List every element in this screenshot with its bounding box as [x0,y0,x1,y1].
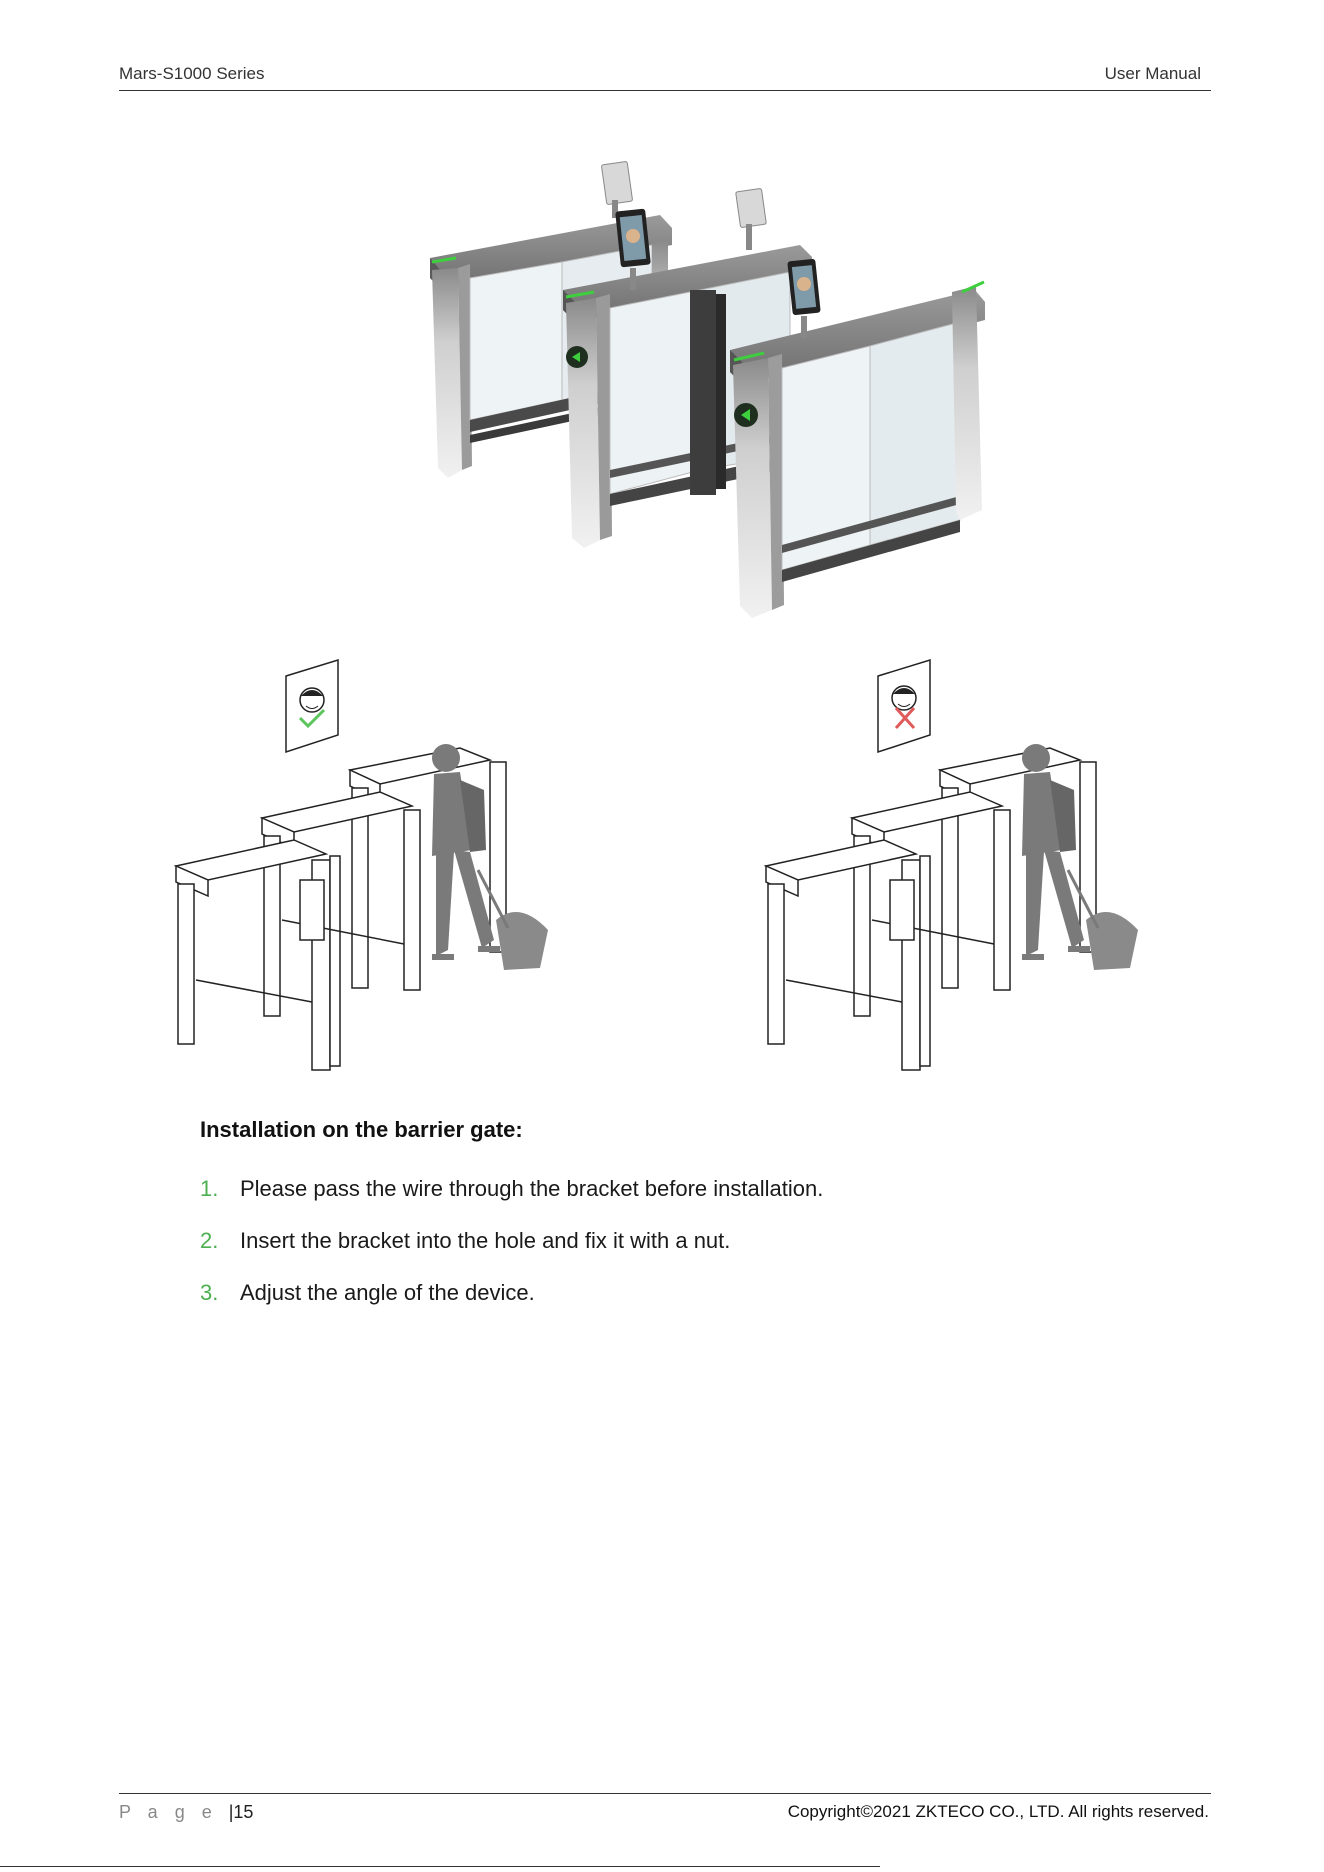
step-text: Please pass the wire through the bracket… [240,1176,823,1201]
list-item: 1.Please pass the wire through the brack… [200,1176,823,1228]
step-text: Adjust the angle of the device. [240,1280,535,1305]
list-item: 3.Adjust the angle of the device. [200,1280,823,1332]
barrier-gate-with-devices-illustration [430,161,985,618]
page-footer: P a g e |15 Copyright©2021 ZKTECO CO., L… [119,1793,1211,1830]
page-indicator: P a g e |15 [119,1802,253,1823]
section-heading: Installation on the barrier gate: [200,1117,523,1143]
page-label: P a g e [119,1802,218,1822]
step-text: Insert the bracket into the hole and fix… [240,1228,730,1253]
page-number: 15 [233,1802,253,1822]
list-item: 2.Insert the bracket into the hole and f… [200,1228,823,1280]
face-recognition-accepted-illustration [176,660,548,1070]
step-number: 1. [200,1176,240,1202]
copyright-notice: Copyright©2021 ZKTECO CO., LTD. All righ… [788,1802,1209,1822]
step-number: 2. [200,1228,240,1254]
installation-steps-list: 1.Please pass the wire through the brack… [200,1176,823,1332]
bottom-divider [0,1866,880,1867]
installation-figure [0,0,1324,1100]
face-recognition-rejected-illustration [766,660,1138,1070]
step-number: 3. [200,1280,240,1306]
